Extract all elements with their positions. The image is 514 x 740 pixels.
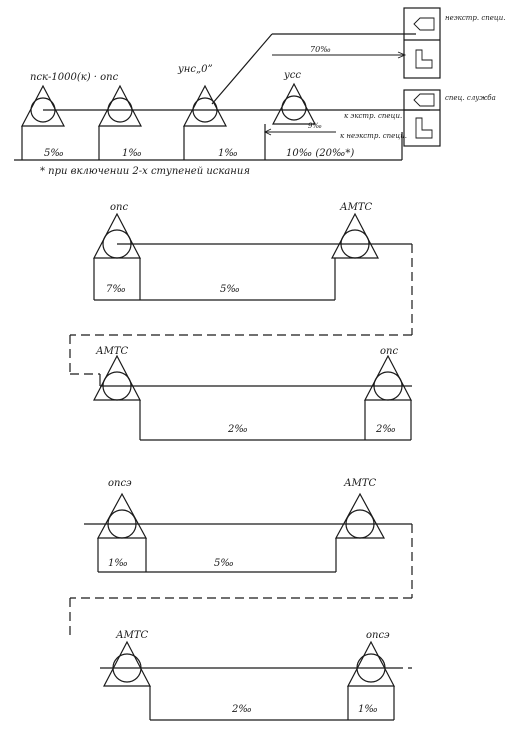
diagonal-link [211, 33, 273, 105]
box2-label: спец. служба [445, 94, 496, 102]
route-to-extreme: к экстр. специ. [344, 112, 402, 120]
segment-3: 1‰ [218, 148, 238, 159]
exchange-icon-amts [331, 212, 379, 259]
node-label-ops-top: опс [110, 202, 128, 213]
step-icon [415, 117, 433, 139]
exchange-icon-1 [21, 84, 65, 127]
segment-2a: 2‰ [227, 424, 248, 435]
segment-1: 5‰ [44, 148, 64, 159]
exchange-icon-ops [93, 212, 141, 259]
node-label-opse-bottom: опсэ [366, 630, 390, 641]
diagram-3: опсэ АМТС 1‰ 5‰ АМТС опсэ 2‰ [69, 478, 413, 721]
segment-4: 10‰ (20‰*) [286, 148, 354, 159]
route-to-nonextreme: к неэкстр. специ. [340, 132, 407, 140]
footnote: * при включении 2-х ступеней искания [40, 166, 250, 177]
node-label-opse-top: опсэ [108, 478, 132, 489]
segment-2-d3: 2‰ [231, 704, 252, 715]
pointer-icon [413, 17, 435, 31]
node-label-amts-top: АМТС [339, 202, 372, 213]
exchange-icon-amts-4 [103, 640, 151, 687]
segment-5: 5‰ [220, 284, 240, 295]
exchange-icon-opse [96, 492, 148, 539]
segment-2b: 2‰ [375, 424, 396, 435]
node-label-psk-ops: пск-1000(к) · опс [30, 72, 119, 83]
segment-7: 7‰ [106, 284, 126, 295]
segment-1b-d3: 1‰ [358, 704, 378, 715]
exchange-icon-2 [98, 84, 142, 127]
diagram-1: пск-1000(к) · опс унс„0” усс 70‰ [14, 7, 506, 177]
label-70: 70‰ [310, 45, 331, 54]
node-label-ops-bottom: опс [380, 346, 398, 357]
node-label-amts-bottom: АМТС [95, 346, 128, 357]
exchange-icon-amts-3 [334, 492, 386, 539]
node-label-uss: усс [283, 70, 301, 81]
segment-5-d3: 5‰ [214, 558, 234, 569]
exchange-icon-4 [272, 82, 316, 125]
box1-label: неэкстр. специ. [445, 14, 506, 22]
pointer-icon [413, 93, 435, 107]
node-label-amts-top-3: АМТС [343, 478, 376, 489]
label-9: 9‰ [308, 122, 322, 130]
box-nonextreme-special: неэкстр. специ. [403, 7, 506, 79]
segment-2: 1‰ [122, 148, 142, 159]
step-icon [415, 49, 433, 69]
exchange-icon-opse-2 [347, 640, 395, 687]
node-label-amts-bottom-3: АМТС [115, 630, 148, 641]
exchange-icon-ops-2 [364, 354, 412, 401]
exchange-icon-3 [183, 84, 227, 127]
exchange-icon-amts-2 [93, 354, 141, 401]
segment-1-d3: 1‰ [108, 558, 128, 569]
node-label-uns: унс„0” [177, 64, 213, 75]
box-special-service: спец. служба [403, 89, 496, 147]
diagram-2: опс АМТС 7‰ 5‰ АМТС опс 2‰ [69, 202, 413, 441]
